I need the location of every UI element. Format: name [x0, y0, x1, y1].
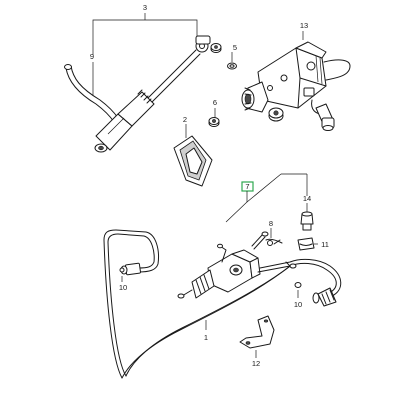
callout-2: 2	[183, 115, 187, 124]
part-7-slave-cylinder	[177, 231, 269, 299]
callout-12: 12	[252, 359, 260, 368]
part-3-bracket-line	[92, 13, 198, 55]
part-6-nut	[208, 108, 220, 127]
part-12-bracket	[239, 315, 275, 358]
callout-13: 13	[300, 21, 308, 30]
callout-8: 8	[269, 219, 273, 228]
part-1-pipe	[103, 229, 342, 379]
part-10-oring-left	[119, 267, 125, 282]
part-7-bracket-line	[225, 173, 308, 223]
callout-10-right: 10	[294, 300, 302, 309]
callout-14: 14	[303, 194, 311, 203]
part-10-oring-right	[294, 282, 302, 298]
part-8-clip	[265, 228, 283, 246]
part-9-pipe	[64, 62, 119, 123]
part-13-unit	[241, 41, 351, 131]
part-2-seal	[173, 124, 213, 187]
part-11-clip	[297, 237, 318, 251]
callout-7: 7	[245, 182, 249, 191]
callout-10-left: 10	[119, 283, 127, 292]
part-3-fasteners	[210, 43, 237, 70]
callout-labels: 3 9 5 13 6 2 7 14 8 11 10 10 1 12	[90, 3, 329, 368]
callout-6: 6	[213, 98, 217, 107]
callout-11: 11	[321, 240, 329, 249]
callout-3: 3	[143, 3, 147, 12]
callout-5: 5	[233, 43, 237, 52]
part-14-bleeder	[300, 203, 314, 231]
callout-9: 9	[90, 52, 94, 61]
callout-1: 1	[204, 333, 208, 342]
part-3-reservoir-body	[94, 35, 211, 153]
